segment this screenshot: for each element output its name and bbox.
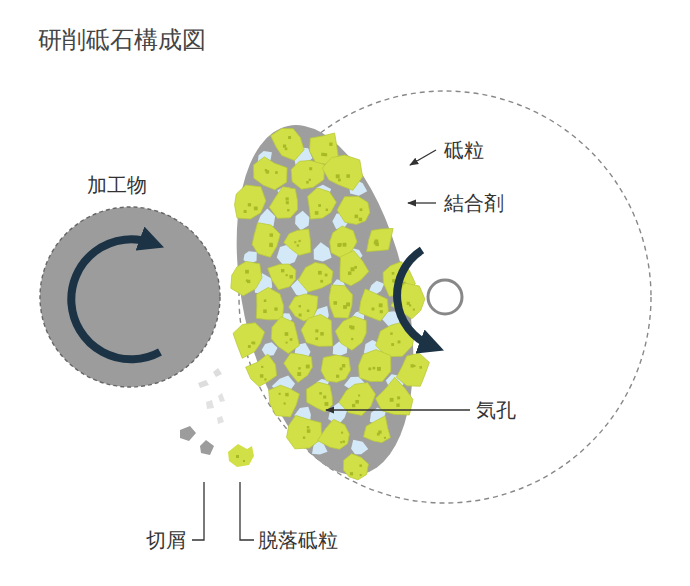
rotation-arrow [397,250,432,346]
diagram-title: 研削砥石構成図 [38,26,206,55]
fallen-grain-label: 脱落砥粒 [258,528,338,552]
workpiece-label: 加工物 [87,173,147,197]
fallen-grain [228,444,254,467]
wheel-segment [208,109,442,491]
chip-label: 切屑 [146,528,186,552]
rotation-arrow [71,239,160,359]
wheel-outline [239,91,651,503]
wheel-hub [428,280,462,314]
leader-lines [192,150,470,540]
chips [180,368,225,455]
pore-label: 気孔 [476,398,516,422]
grain-label: 砥粒 [444,138,484,162]
workpiece [40,207,220,387]
bond-label: 結合剤 [444,191,504,215]
